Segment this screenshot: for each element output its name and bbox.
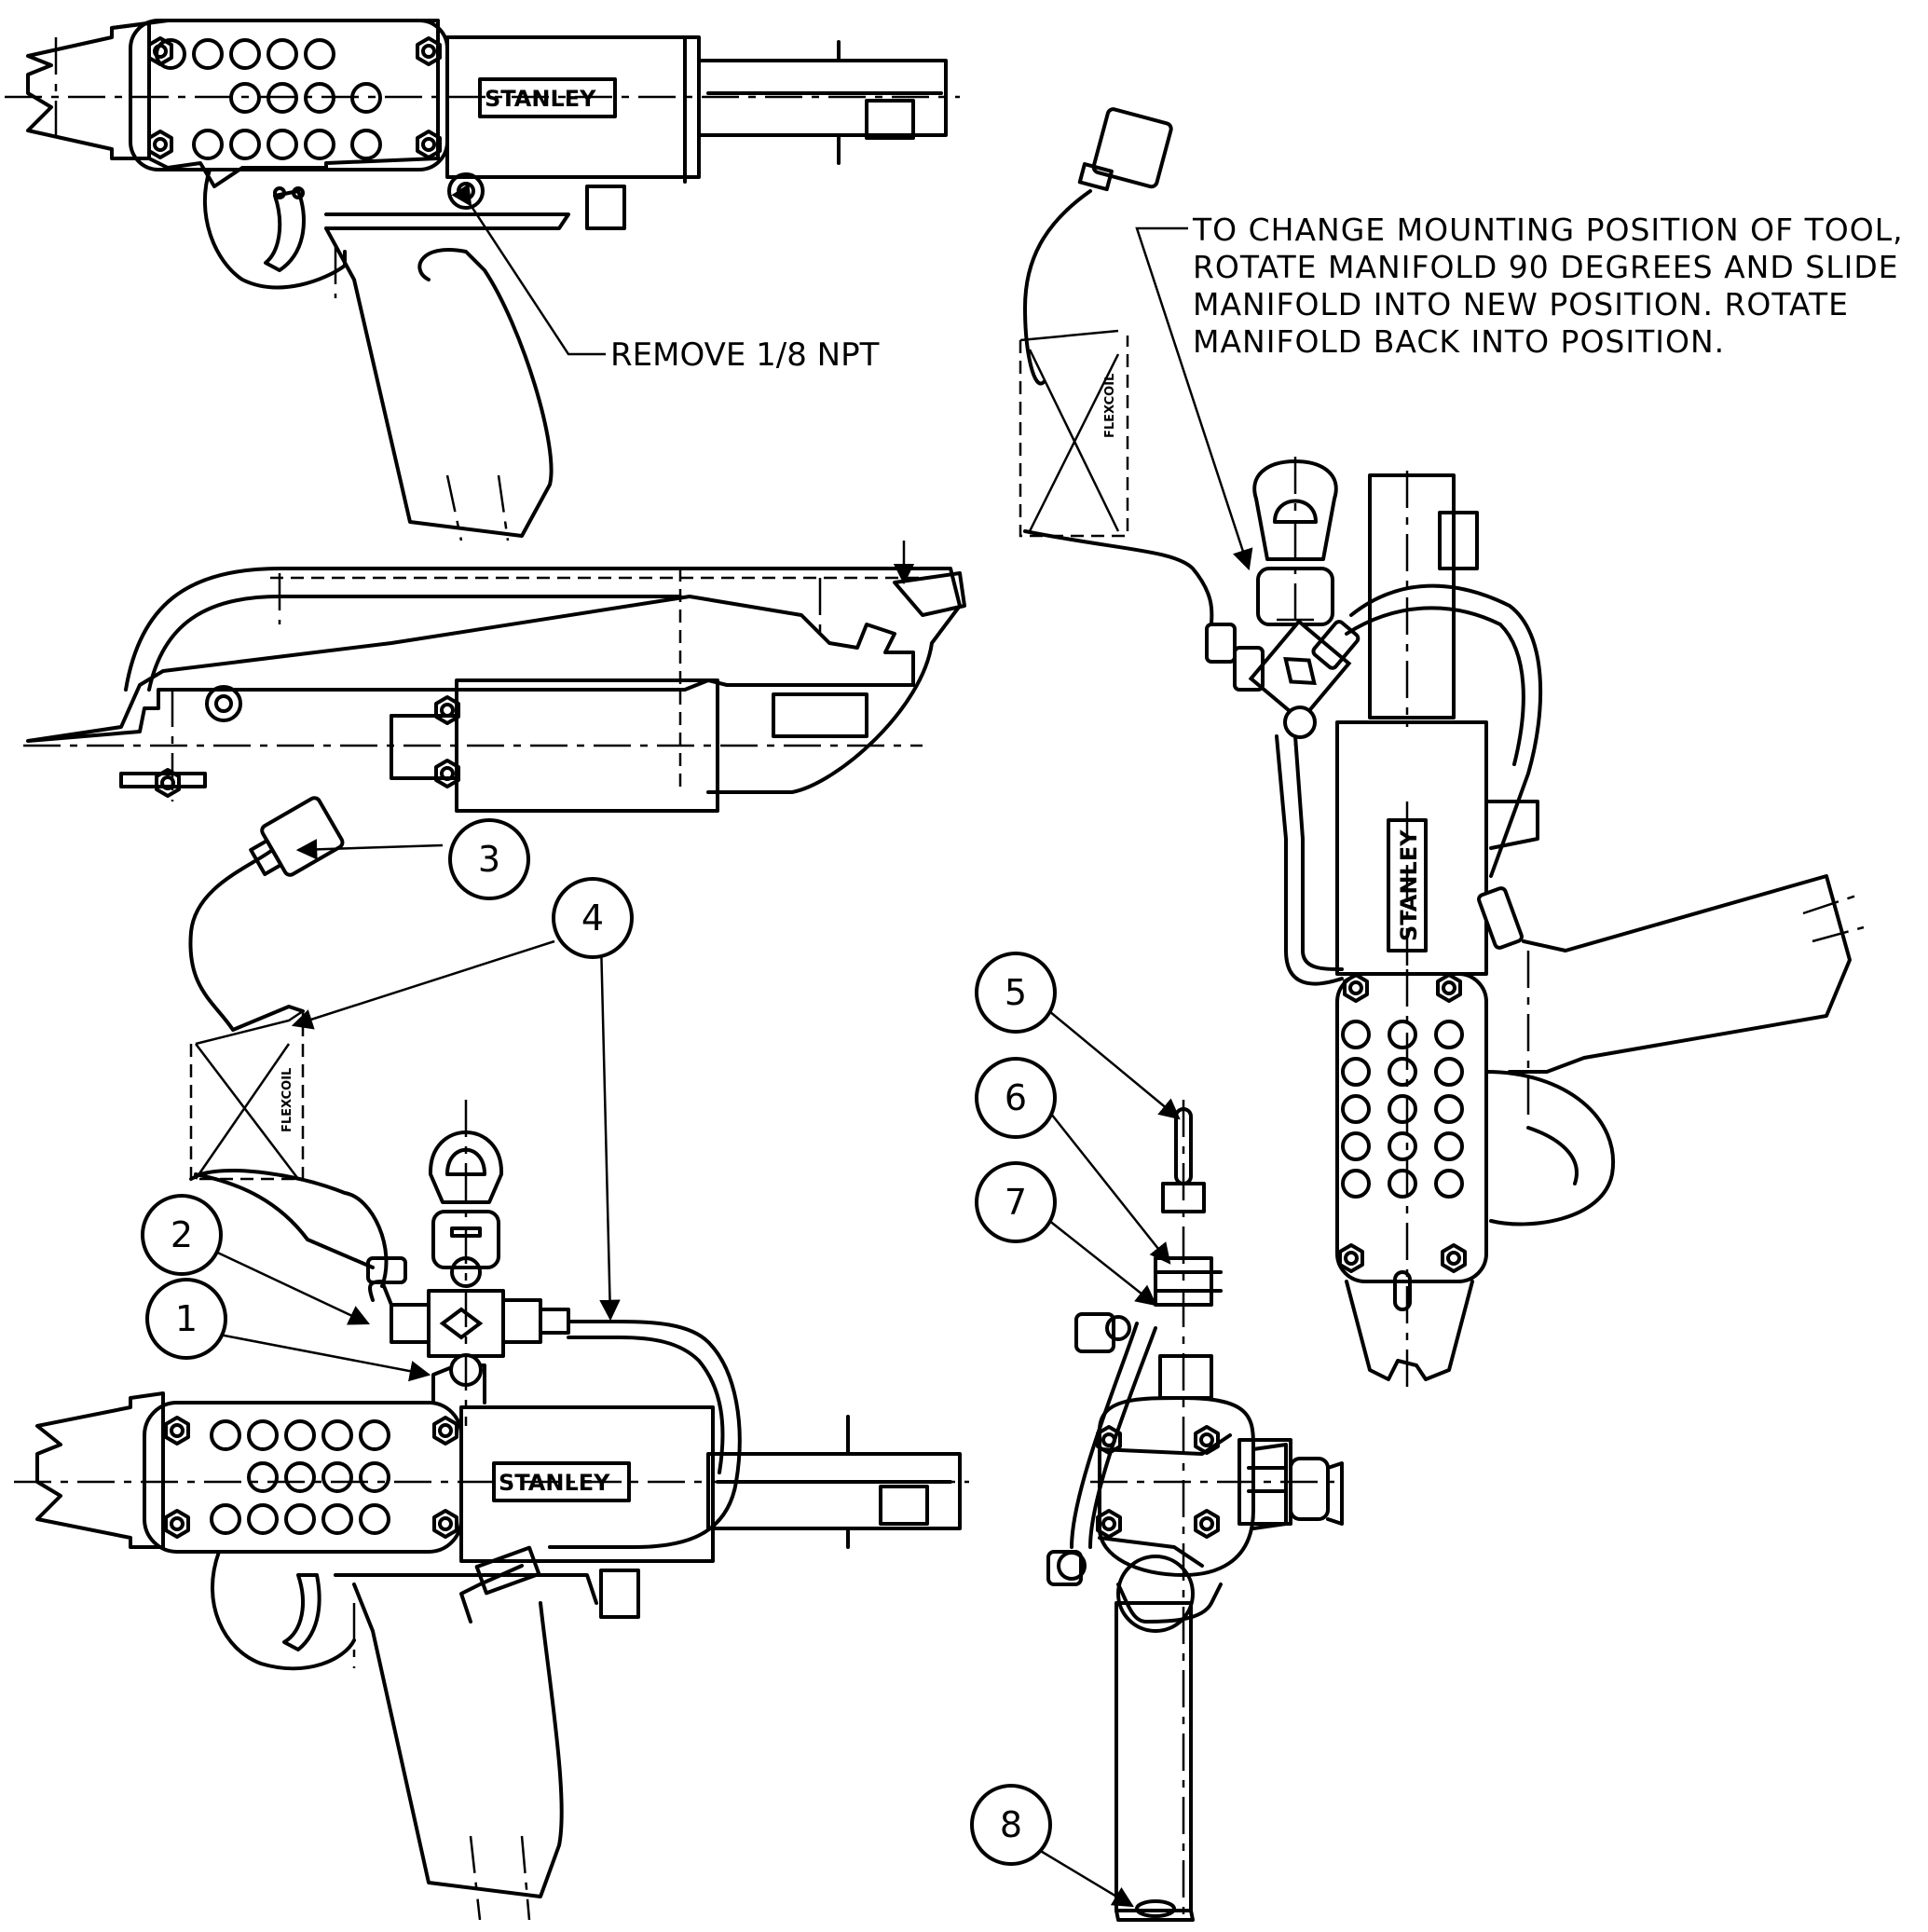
vent-holes-bottom [210, 1419, 390, 1535]
tool-plan-view [23, 541, 966, 813]
svg-text:7: 7 [1005, 1182, 1027, 1223]
callout-5: 5 [975, 952, 1057, 1034]
hose-label-bottom: FLEXCOIL [280, 1068, 294, 1132]
callout-2: 2 [141, 1194, 223, 1276]
svg-text:2: 2 [171, 1214, 193, 1255]
svg-text:6: 6 [1005, 1077, 1027, 1118]
brand-label-right: STANLEY [1396, 829, 1422, 941]
vent-holes-top [155, 38, 382, 160]
callout-4: 4 [552, 877, 634, 959]
mounting-note-line-2: ROTATE MANIFOLD 90 DEGREES AND SLIDE [1193, 249, 1899, 285]
tool-rotated-view: FLEXCOIL STANLEY [1019, 107, 1904, 1389]
svg-text:1: 1 [175, 1298, 198, 1339]
callout-3: 3 [448, 818, 530, 900]
brand-label-top: STANLEY [485, 86, 596, 112]
svg-text:8: 8 [1000, 1804, 1022, 1845]
hose-label-right: FLEXCOIL [1103, 374, 1117, 438]
vent-holes-right [1341, 1020, 1464, 1199]
tool-side-view-top: STANLEY REMOVE 1/8 NPT [5, 19, 960, 541]
callout-1: 1 [145, 1278, 227, 1360]
mounting-note-line-1: TO CHANGE MOUNTING POSITION OF TOOL, [1192, 212, 1904, 248]
svg-text:4: 4 [581, 897, 604, 939]
tool-side-view-assembled: STANLEY [14, 796, 969, 1921]
mounting-note: TO CHANGE MOUNTING POSITION OF TOOL, ROT… [1192, 212, 1904, 360]
svg-text:3: 3 [478, 839, 500, 880]
callout-balloons: 1 2 3 4 5 6 7 8 [141, 818, 1057, 1866]
svg-text:5: 5 [1005, 972, 1027, 1013]
remove-plug-note: REMOVE 1/8 NPT [610, 336, 880, 374]
mounting-note-line-4: MANIFOLD BACK INTO POSITION. [1193, 323, 1725, 360]
callout-8: 8 [970, 1784, 1052, 1866]
callout-6: 6 [975, 1057, 1057, 1139]
tool-end-view [1038, 1006, 1344, 1922]
mounting-note-line-3: MANIFOLD INTO NEW POSITION. ROTATE [1193, 286, 1849, 322]
callout-7: 7 [975, 1161, 1057, 1243]
